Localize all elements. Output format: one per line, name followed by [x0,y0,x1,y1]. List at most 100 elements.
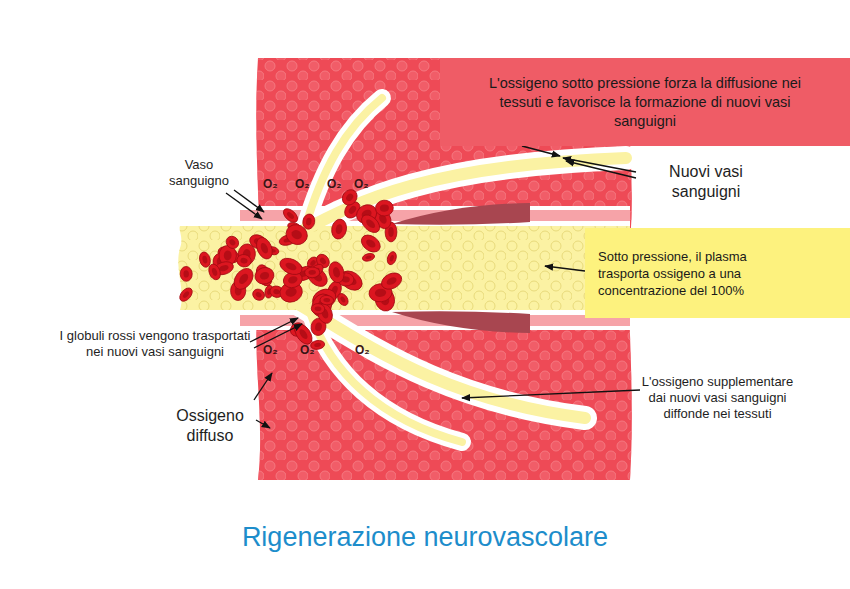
cell-center [385,276,397,287]
cell-center [224,250,232,260]
cell-center [182,290,190,299]
leader-arrow [256,420,270,428]
red-blood-cell [311,303,325,314]
red-blood-cell [224,234,241,251]
red-blood-cell [305,267,320,278]
new-vessel-wall [300,158,626,232]
red-blood-cell [362,252,376,262]
part-label: Nuovi vasi sanguigni [651,162,761,202]
cell-center [380,204,389,212]
red-blood-cell [386,251,398,266]
cell-center [335,224,343,235]
cell-center [298,328,309,341]
cell-center [365,218,377,230]
red-blood-cell [320,295,334,305]
new-vessel-plasma [310,312,462,442]
cell-body [230,265,257,293]
part-label: L'ossigeno supplementare dai nuovi vasi … [640,374,795,422]
cell-center [308,270,315,275]
cell-center [228,238,236,246]
cell-body [327,260,347,284]
cell-center [365,238,377,249]
cell-center [255,291,263,298]
oxygen-symbol: O₂ [354,177,369,191]
red-blood-cell [230,265,257,293]
cell-center [314,342,322,347]
cell-body [302,213,316,230]
red-blood-cell [253,235,275,261]
red-blood-cell [253,265,276,286]
cell-body [253,235,275,261]
cell-body [375,200,394,217]
cell-body [207,262,223,281]
oxygen-symbol: O₂ [300,343,315,357]
cell-center [314,322,322,332]
cell-center [240,257,248,264]
plasma [178,226,630,310]
cell-body [305,267,320,278]
cell-body [277,255,304,278]
cell-body [251,287,267,303]
cell-center [259,271,270,281]
callout-text: L'ossigeno sotto pressione forza la diff… [472,74,818,131]
cell-body [336,292,351,308]
red-blood-cell [327,260,347,284]
red-blood-cell [277,255,304,278]
part-label: Ossigeno diffuso [165,406,255,446]
red-blood-cell [251,287,267,303]
callout-text: Sotto pressione, il plasma trasporta oss… [598,248,800,299]
red-blood-cell [180,266,193,281]
red-blood-cell [177,286,194,304]
cell-center [339,296,346,304]
cell-center [287,275,298,285]
cell-body [311,303,325,314]
cell-center [202,255,208,264]
oxygen-symbol: O₂ [355,343,370,357]
cell-body [180,266,193,281]
red-blood-cell [302,213,316,230]
cell-body [330,218,348,240]
leader-arrow [563,158,636,172]
leader-arrow [462,390,640,398]
red-blood-cell [281,206,300,225]
cell-center [259,242,269,255]
cell-center [237,272,250,286]
cell-center [305,217,312,225]
part-label: Vaso sanguigno [163,157,235,189]
cell-center [290,228,304,241]
red-blood-cells [177,187,404,351]
cell-center [374,288,386,298]
cell-center [273,288,281,294]
cell-body [224,234,241,251]
diagram-title: Rigenerazione neurovascolare [0,520,850,554]
leader-arrow [234,190,264,212]
leader-arrow [522,146,560,156]
oxygen-symbol: O₂ [263,343,278,357]
new-vessel-plasma [300,305,585,418]
red-blood-cell [207,262,223,281]
red-blood-cell [379,270,405,293]
red-blood-cell [330,218,348,240]
oxygen-symbol: O₂ [327,177,342,191]
leader-arrow [254,373,272,400]
oxygen-symbol: O₂ [295,177,310,191]
cell-body [236,253,252,268]
cell-body [281,206,300,225]
cell-body [386,251,398,266]
oxygen-symbol: O₂ [263,177,278,191]
cell-center [211,267,218,276]
new-vessel-plasma [305,98,382,228]
tissue-gap [392,203,530,225]
cell-body [253,265,276,286]
red-blood-cell [358,212,383,236]
cell-body [358,212,383,236]
cell-center [332,266,341,278]
red-blood-cell [236,253,252,268]
callout-box: L'ossigeno sotto pressione forza la diff… [440,58,850,146]
leader-arrow [254,324,302,348]
cell-body [362,252,376,262]
leader-arrow [545,266,585,271]
cell-body [358,232,383,256]
leader-arrow [566,161,636,178]
